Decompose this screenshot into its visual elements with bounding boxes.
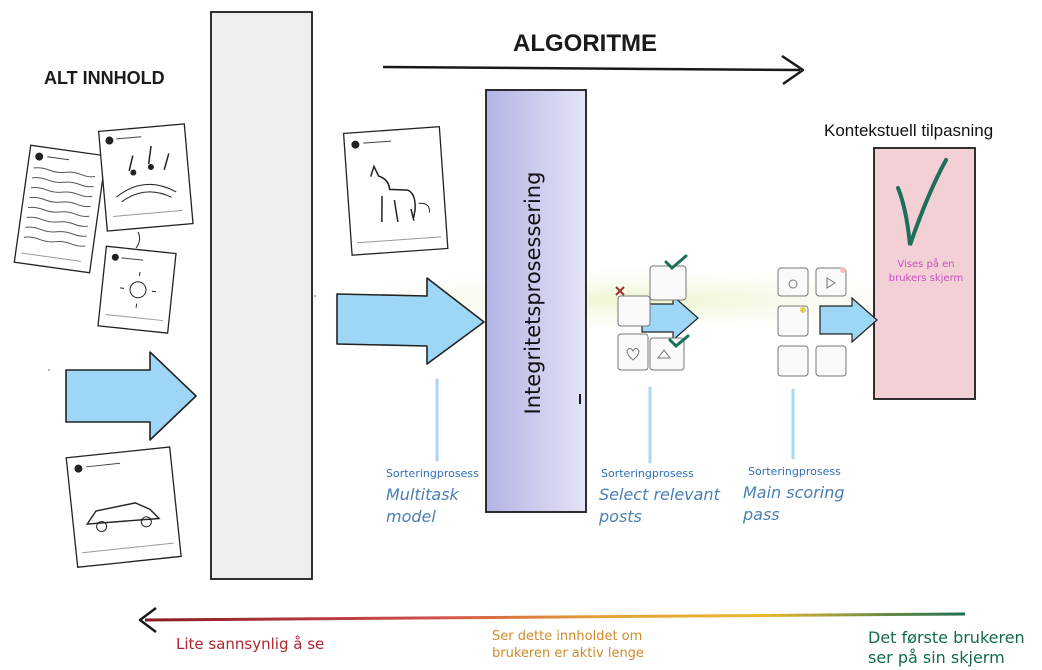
context-label: Kontekstuell tilpasning [824, 121, 994, 140]
all-content-label: ALT INNHOLD [44, 68, 165, 88]
post-image-icon [657, 349, 671, 359]
badge-icon [800, 307, 806, 313]
sorting-1-title: Multitask model [386, 485, 459, 526]
scoring-posts-grid [777, 267, 847, 377]
badge-icon [840, 267, 846, 273]
scale-right-label: Det første brukeren ser på sin skjerm [868, 628, 1025, 667]
algorithm-label: ALGORITME [513, 30, 657, 57]
post-sun-icon [788, 279, 798, 289]
scale-left-label: Lite sannsynlig å se [176, 635, 325, 653]
post-text-icon [13, 144, 107, 274]
scale-arrowhead [138, 607, 157, 633]
multitask-arrow [336, 277, 485, 365]
input-arrow [65, 351, 197, 441]
cross-icon [615, 286, 625, 296]
check-icon [664, 254, 688, 271]
likelihood-scale [144, 612, 966, 622]
sorting-3-small: Sorteringprosess [748, 465, 841, 478]
post-car-icon [65, 446, 182, 568]
sorting-3-title: Main scoring pass [743, 483, 845, 524]
context-pillar [873, 147, 976, 400]
sorting-2-small: Sorteringprosess [601, 467, 694, 480]
sorting-1-small: Sorteringprosess [386, 467, 479, 480]
play-icon [826, 277, 836, 289]
sorting-2-title: Select relevant posts [599, 485, 720, 526]
content-pillar [210, 11, 313, 580]
post-sun-icon [97, 245, 177, 334]
integrity-label: Integritetsprosessering [521, 171, 545, 415]
scoring-arrow [819, 296, 878, 344]
scale-middle-label: Ser dette innholdet om brukeren er aktiv… [492, 629, 644, 661]
post-music-icon [97, 123, 194, 232]
check-icon [896, 158, 948, 246]
check-icon [668, 334, 690, 349]
heart-icon [626, 348, 640, 361]
algorithm-arrow [382, 54, 805, 86]
select-arrow [641, 294, 699, 342]
shown-on-screen-label: Vises på en brukers skjerm [888, 259, 964, 284]
integrity-pillar [485, 89, 587, 513]
post-dog-icon [342, 126, 449, 256]
